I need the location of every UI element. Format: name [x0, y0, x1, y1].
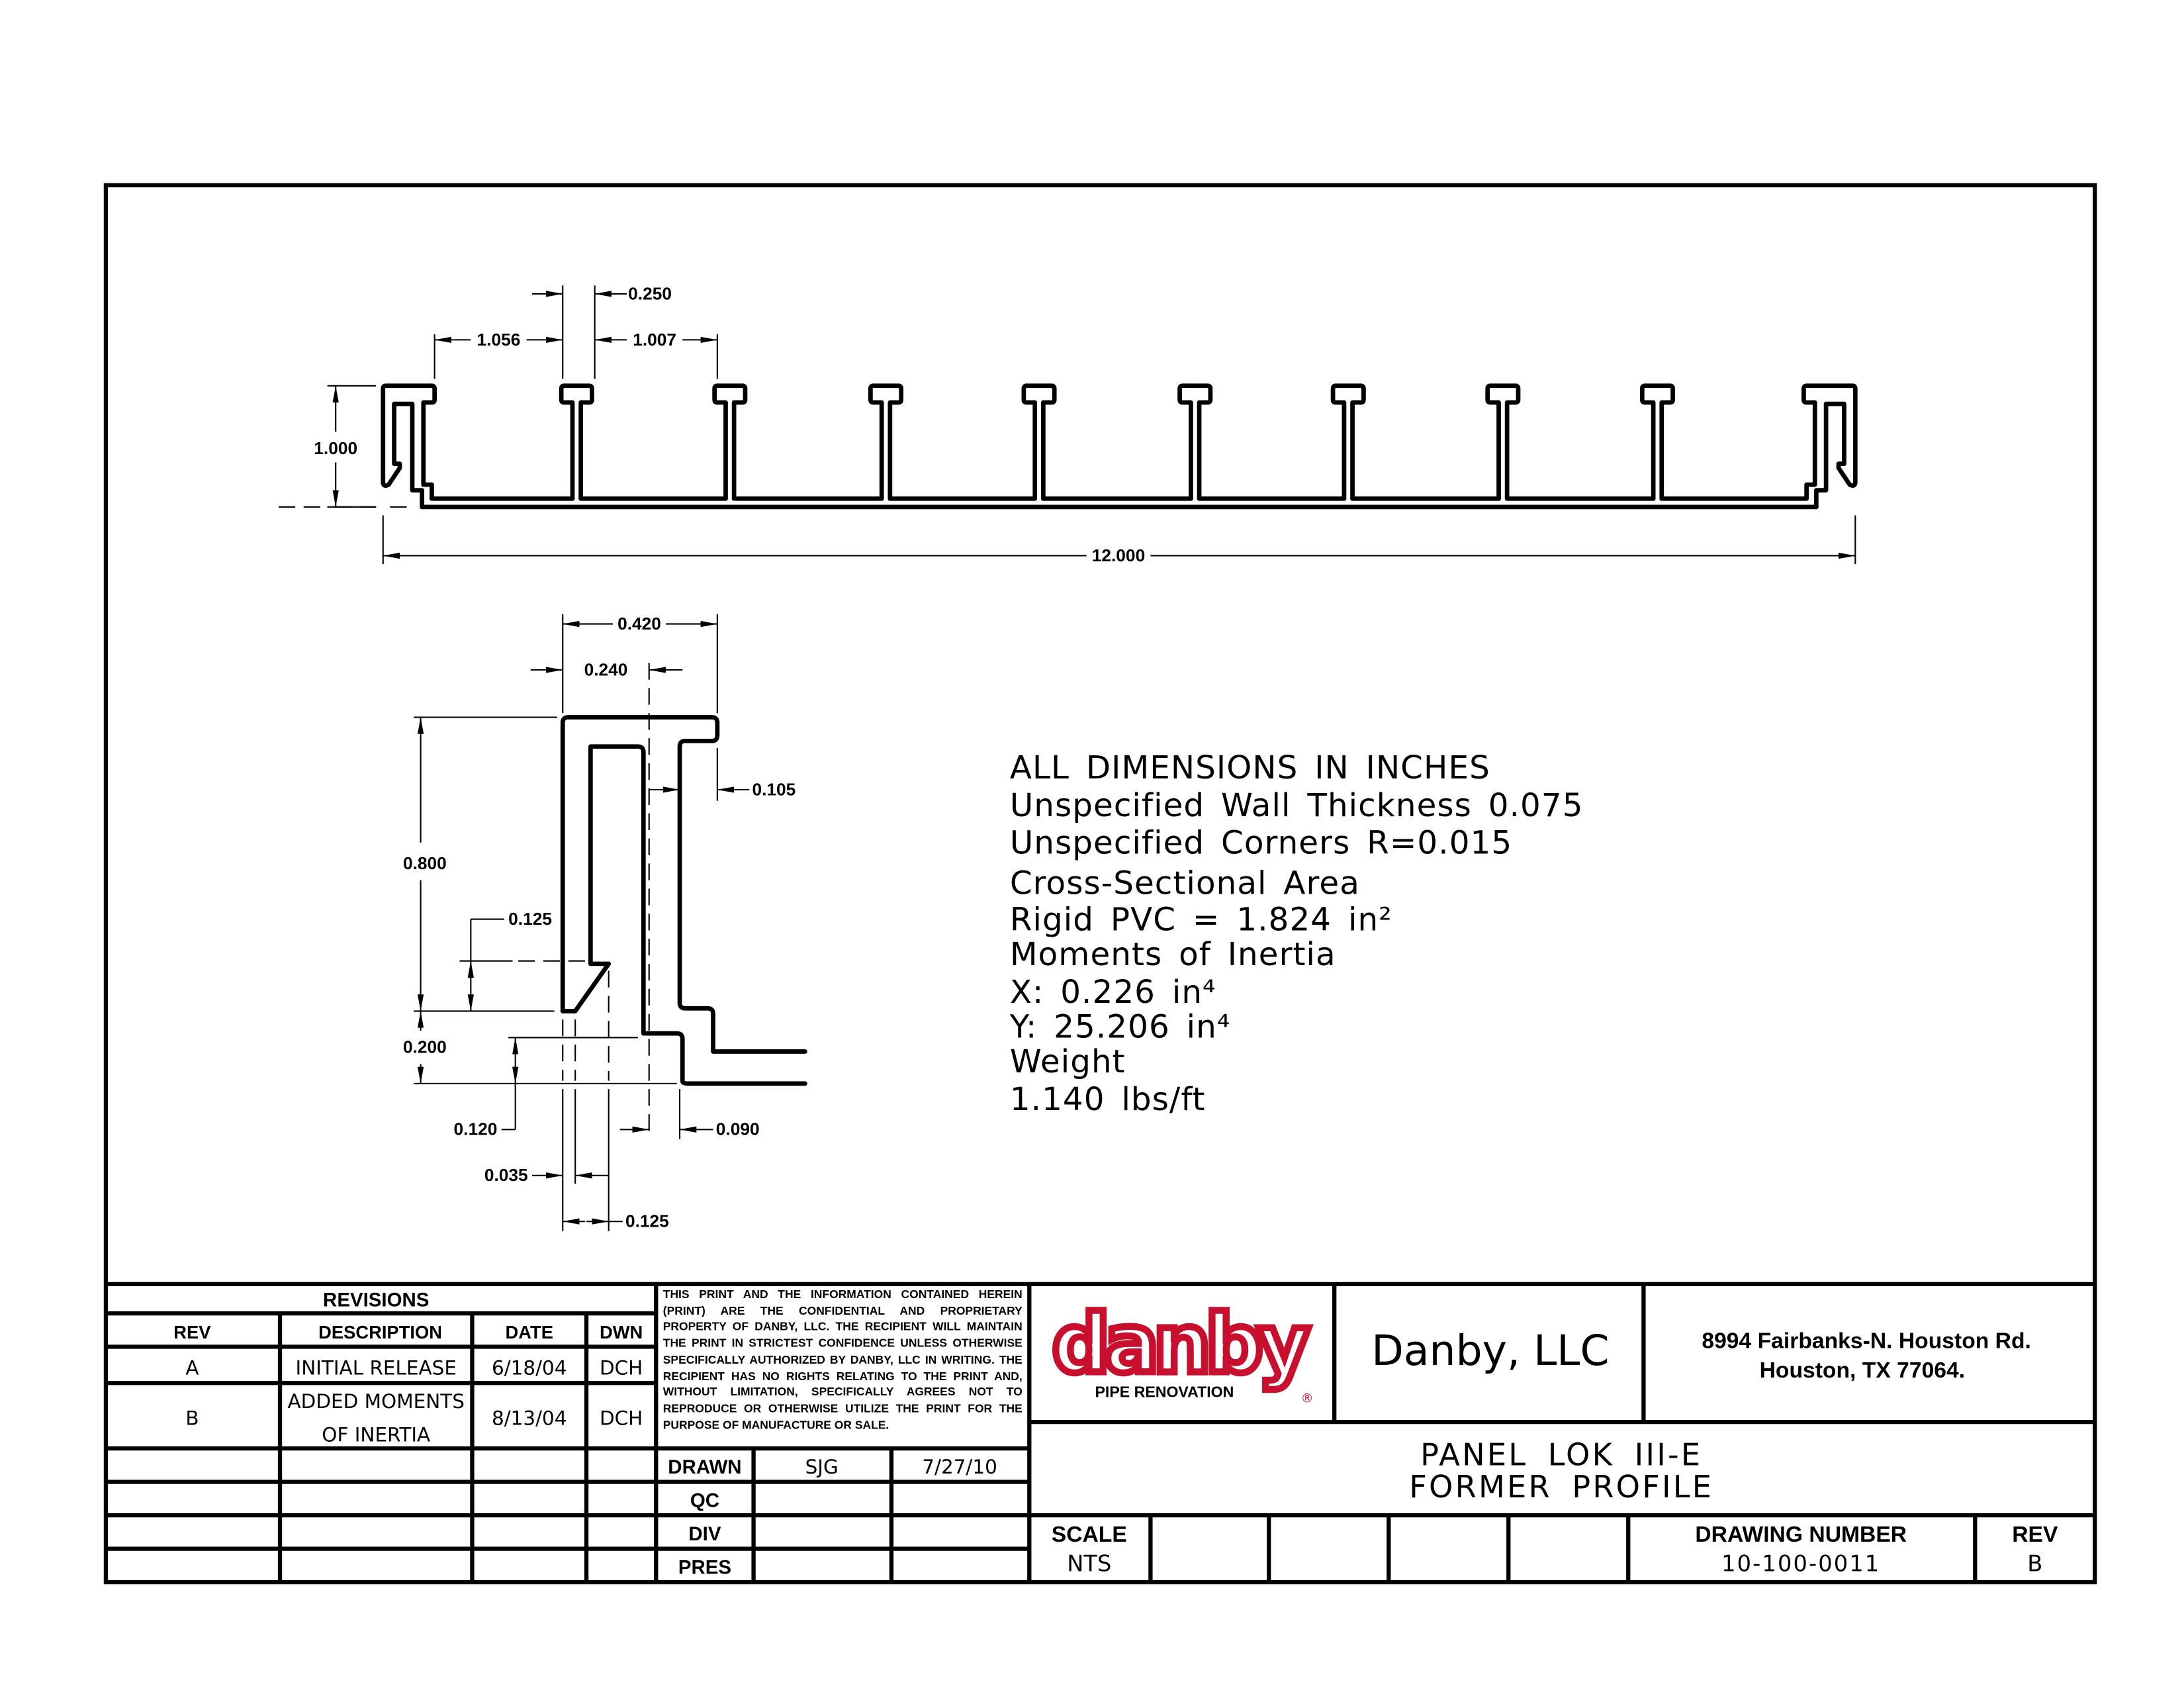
- svg-text:ADDED MOMENTS: ADDED MOMENTS: [288, 1390, 465, 1413]
- revisions-table: REVISIONS REV DESCRIPTION DATE DWN A INI…: [173, 1289, 643, 1446]
- general-notes: ALL DIMENSIONS IN INCHES Unspecified Wal…: [1009, 749, 1584, 1118]
- svg-text:8/13/04: 8/13/04: [492, 1407, 567, 1429]
- title-block: [105, 1282, 2095, 1583]
- drawing-number: 10-100-0011: [1721, 1550, 1880, 1576]
- registered-icon: ®: [1301, 1391, 1314, 1406]
- drawing-title: PANEL LOK III-E: [1420, 1436, 1702, 1472]
- scale-label: SCALE: [1052, 1523, 1127, 1547]
- dim-first-gap: 1.056: [477, 330, 521, 350]
- top-profile-view: [278, 383, 1858, 510]
- signoff-table: DRAWN SJG 7/27/10 QC DIV PRES: [668, 1456, 997, 1578]
- address-line: 8994 Fairbanks-N. Houston Rd.: [1702, 1329, 2031, 1354]
- company-name: Danby, LLC: [1371, 1326, 1609, 1375]
- dim-detail-width: 0.420: [617, 614, 661, 633]
- note-line: Weight: [1010, 1043, 1126, 1080]
- rib: [868, 383, 904, 501]
- table-row: B ADDED MOMENTS OF INERTIA 8/13/04 DCH: [185, 1390, 643, 1446]
- note-line: ALL DIMENSIONS IN INCHES: [1010, 749, 1490, 786]
- dim-base: 0.200: [403, 1037, 447, 1057]
- rib: [1177, 383, 1213, 501]
- note-line: Unspecified Corners R=0.015: [1010, 825, 1512, 862]
- signoff-label: QC: [690, 1489, 719, 1511]
- note-line: 1.140 lbs/ft: [1010, 1081, 1206, 1118]
- svg-text:B: B: [185, 1407, 199, 1429]
- dim-hook-height: 0.125: [508, 909, 552, 929]
- signoff-label: DIV: [688, 1523, 721, 1545]
- svg-text:DCH: DCH: [600, 1357, 643, 1380]
- dim-inner-width: 0.240: [584, 659, 628, 679]
- svg-text:INITIAL RELEASE: INITIAL RELEASE: [296, 1357, 457, 1380]
- dim-lip: 0.105: [752, 779, 796, 799]
- svg-text:A: A: [185, 1357, 199, 1380]
- drawing-number-label: DRAWING NUMBER: [1695, 1523, 1907, 1547]
- note-line: Unspecified Wall Thickness 0.075: [1010, 787, 1584, 824]
- rib: [712, 383, 748, 501]
- dim-wall: 0.090: [716, 1119, 760, 1139]
- svg-text:6/18/04: 6/18/04: [492, 1357, 567, 1380]
- rib: [1485, 383, 1521, 501]
- column-header: DWN: [600, 1322, 643, 1342]
- note-line: Rigid PVC = 1.824 in²: [1010, 901, 1392, 938]
- svg-text:7/27/10: 7/27/10: [922, 1456, 997, 1478]
- dim-rib-cap: 0.250: [628, 283, 672, 303]
- column-header: DATE: [506, 1322, 553, 1342]
- confidentiality-notice: THIS PRINT AND THE INFORMATION CONTAINED…: [662, 1287, 1023, 1432]
- note-line: Cross-Sectional Area: [1010, 865, 1360, 902]
- svg-text:SJG: SJG: [805, 1456, 839, 1478]
- danby-logo: danby PIPE RENOVATION ®: [1049, 1293, 1318, 1406]
- dim-detail-height: 0.800: [403, 853, 447, 873]
- svg-text:DRAWN: DRAWN: [668, 1456, 741, 1478]
- rib: [1330, 383, 1366, 501]
- sheet-border: [103, 183, 2097, 1585]
- note-line: Moments of Inertia: [1010, 936, 1336, 973]
- dim-rib-gap: 1.007: [633, 330, 676, 350]
- rib: [559, 383, 594, 501]
- dim-step: 0.120: [454, 1119, 498, 1139]
- table-row: A INITIAL RELEASE 6/18/04 DCH: [185, 1357, 643, 1380]
- signoff-row: DRAWN SJG 7/27/10: [668, 1456, 997, 1478]
- column-header: REV: [173, 1322, 211, 1342]
- top-view-dimensions: 12.000 1.000 1.056 1.007 0.250: [314, 283, 1856, 565]
- detail-view-dimensions: 0.420 0.240 0.105 0.800 0.200 0.125 0.12…: [403, 614, 796, 1231]
- dim-tip: 0.035: [484, 1165, 528, 1185]
- svg-text:OF INERTIA: OF INERTIA: [322, 1424, 430, 1446]
- drawing-subtitle: FORMER PROFILE: [1409, 1469, 1713, 1505]
- rib: [1021, 383, 1057, 501]
- rev-value: B: [2027, 1550, 2042, 1576]
- revisions-title: REVISIONS: [323, 1289, 429, 1311]
- note-line: X: 0.226 in⁴: [1010, 974, 1216, 1011]
- address-line: Houston, TX 77064.: [1760, 1358, 1966, 1383]
- scale-value: NTS: [1067, 1550, 1111, 1576]
- logo-wordmark: danby: [1052, 1297, 1309, 1391]
- detail-profile-view: [560, 715, 807, 1086]
- dim-height: 1.000: [314, 438, 357, 458]
- dim-overall-width: 12.000: [1092, 545, 1145, 565]
- svg-text:DCH: DCH: [600, 1407, 643, 1429]
- rib: [1639, 383, 1675, 501]
- profile-right-end: [1801, 383, 1858, 510]
- note-line: Y: 25.206 in⁴: [1009, 1008, 1231, 1045]
- logo-tagline: PIPE RENOVATION: [1095, 1383, 1234, 1400]
- rev-label: REV: [2012, 1523, 2058, 1547]
- profile-left-end: [381, 383, 437, 510]
- column-header: DESCRIPTION: [318, 1322, 442, 1342]
- dim-hook-width: 0.125: [625, 1211, 669, 1231]
- signoff-label: PRES: [678, 1556, 731, 1578]
